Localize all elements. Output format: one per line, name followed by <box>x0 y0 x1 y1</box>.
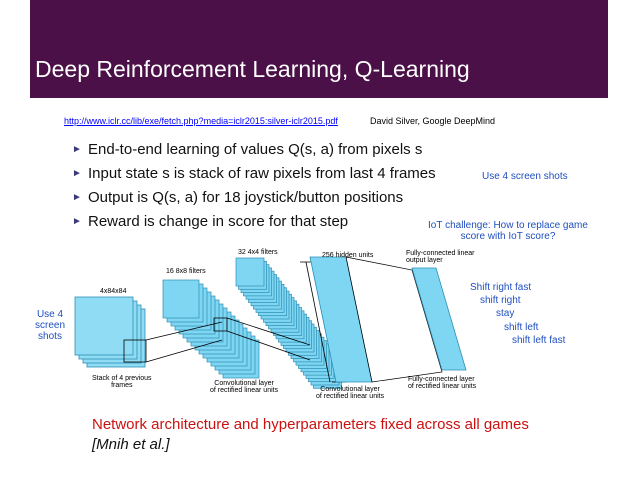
bullet-item: ► Output is Q(s, a) for 18 joystick/butto… <box>72 186 436 210</box>
action-item: stay <box>496 308 515 319</box>
note-screen-shots-right: Use 4 screen shots <box>482 171 568 182</box>
label-fc-hidden-line1: Fully-connected layer <box>408 376 475 383</box>
note-left-line2: screen <box>34 320 65 331</box>
label-stack-line1: Stack of 4 previous <box>92 375 152 382</box>
label-filters-1: 16 8x8 filters <box>166 268 206 275</box>
label-fc-output: Fully-connected linear output layer <box>406 250 474 264</box>
action-item: shift left <box>504 322 539 333</box>
input-frame <box>74 296 134 356</box>
filter-map <box>235 257 265 287</box>
hidden-to-output-connections <box>345 256 443 383</box>
note-left-line3: shots <box>38 331 62 342</box>
title-bar <box>30 0 608 98</box>
connection-line <box>145 321 223 341</box>
label-conv-2: Convolutional layer of rectified linear … <box>316 386 384 400</box>
note-iot-line2: score with IoT score? <box>460 231 556 242</box>
bullet-text: Output is Q(s, a) for 18 joystick/button… <box>88 189 404 206</box>
connection-line <box>145 339 223 363</box>
connection-lines <box>145 261 346 383</box>
connection-line <box>305 261 331 383</box>
bullet-list: ► End-to-end learning of values Q(s, a) f… <box>72 138 436 234</box>
action-item: shift right <box>480 295 521 306</box>
label-conv-1-line2: of rectified linear units <box>210 387 279 394</box>
bullet-text: Input state s is stack of raw pixels fro… <box>88 165 436 182</box>
input-frames-stack <box>74 296 147 368</box>
label-conv-2-line2: of rectified linear units <box>316 393 385 400</box>
action-item: shift left fast <box>512 335 566 346</box>
label-fc-hidden: Fully-connected layer of rectified linea… <box>408 376 476 390</box>
output-layer <box>411 267 467 371</box>
action-item: Shift right fast <box>470 282 532 293</box>
bullet-item: ► Input state s is stack of raw pixels fr… <box>72 162 436 186</box>
bullet-triangle-icon: ► <box>72 168 82 179</box>
connection-line <box>226 330 311 361</box>
reference-link[interactable]: http://www.iclr.cc/lib/exe/fetch.php?med… <box>64 116 338 126</box>
label-hidden-units: 256 hidden units <box>322 252 374 259</box>
label-conv-1-line1: Convolutional layer <box>214 380 274 387</box>
label-fc-output-line2: output layer <box>406 257 443 264</box>
label-stack-line2: frames <box>111 382 133 389</box>
bullet-item: ► Reward is change in score for that step <box>72 210 436 234</box>
receptive-field-2 <box>213 317 228 332</box>
bullet-triangle-icon: ► <box>72 192 82 203</box>
label-stack: Stack of 4 previous frames <box>92 375 152 389</box>
bullet-item: ► End-to-end learning of values Q(s, a) f… <box>72 138 436 162</box>
receptive-field-1 <box>123 339 147 363</box>
slide-title: Deep Reinforcement Learning, Q-Learning <box>35 56 470 82</box>
conv-layer-2 <box>235 257 342 389</box>
label-fc-output-line1: Fully-connected linear <box>406 250 475 257</box>
bullet-text: Reward is change in score for that step <box>88 213 349 230</box>
label-filters-2: 32 4x4 filters <box>238 249 278 256</box>
bullet-text: End-to-end learning of values Q(s, a) fr… <box>88 141 423 158</box>
note-iot-line1: IoT challenge: How to replace game <box>428 220 588 231</box>
filter-map <box>162 279 200 319</box>
label-fc-hidden-line2: of rectified linear units <box>408 383 477 390</box>
conv-layer-1 <box>162 279 260 379</box>
note-iot-challenge: IoT challenge: How to replace game score… <box>408 220 608 242</box>
label-input-size: 4x84x84 <box>100 288 127 295</box>
footer-citation: [Mnih et al.] <box>92 436 170 453</box>
bullet-triangle-icon: ► <box>72 144 82 155</box>
connection-line <box>226 317 311 346</box>
note-screen-shots-left: Use 4 screen shots <box>28 309 72 342</box>
bullet-triangle-icon: ► <box>72 216 82 227</box>
reference-author: David Silver, Google DeepMind <box>370 116 496 126</box>
label-conv-2-line1: Convolutional layer <box>320 386 380 393</box>
note-left-line1: Use 4 <box>36 309 64 320</box>
label-conv-1: Convolutional layer of rectified linear … <box>210 380 278 394</box>
footer-headline: Network architecture and hyperparameters… <box>92 416 529 433</box>
